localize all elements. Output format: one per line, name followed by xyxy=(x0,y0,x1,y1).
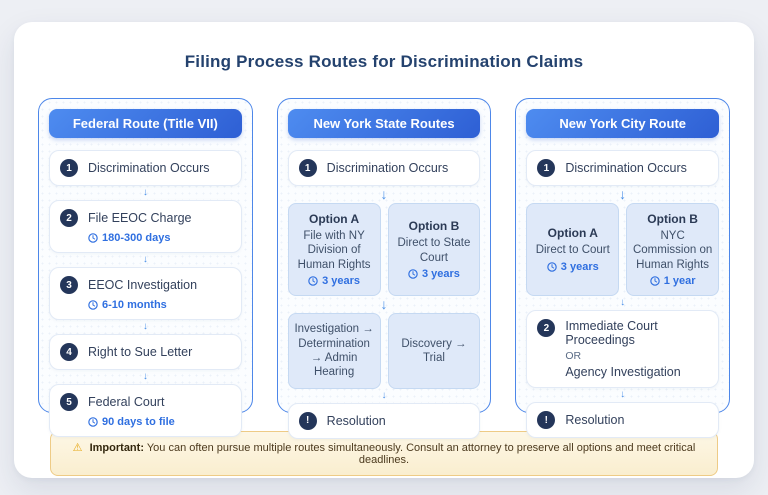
process-box-admin: Investigation → Determination → Admin He… xyxy=(287,313,381,389)
page-card: Filing Process Routes for Discrimination… xyxy=(14,22,754,478)
step-number-badge: 4 xyxy=(60,343,78,361)
option-desc: Direct to State Court xyxy=(397,237,471,264)
panel-header-ny-state: New York State Routes xyxy=(287,109,481,138)
column-nyc-route: New York City Route 1 Discrimination Occ… xyxy=(515,98,731,439)
option-title: Option A xyxy=(547,226,598,241)
option-desc: NYC Commission on Human Rights xyxy=(632,230,713,271)
down-arrow-icon: ↓ xyxy=(620,389,626,401)
down-arrow-icon: ↓ xyxy=(142,321,148,332)
clock-icon xyxy=(308,276,318,286)
step-number-badge: 5 xyxy=(60,393,78,411)
step-subtitle: Agency Investigation xyxy=(565,365,681,380)
down-arrow-icon: ↓ xyxy=(620,297,626,309)
step-card: 2 File EEOC Charge 180-300 days xyxy=(49,200,242,253)
option-title: Option B xyxy=(408,219,460,234)
process-desc: Discovery → Trial xyxy=(401,337,467,364)
down-arrow-icon: ↓ xyxy=(619,186,627,202)
step-card: 4 Right to Sue Letter xyxy=(49,334,242,370)
process-row: Investigation → Determination → Admin He… xyxy=(287,313,481,389)
step-title: Right to Sue Letter xyxy=(88,345,193,359)
down-arrow-icon: ↓ xyxy=(381,389,387,401)
step-card: 1 Discrimination Occurs xyxy=(526,150,720,186)
exclamation-badge: ! xyxy=(537,411,556,430)
step-number-badge: 1 xyxy=(537,159,556,177)
down-arrow-icon: ↓ xyxy=(142,187,148,198)
step-card: 1 Discrimination Occurs xyxy=(49,150,242,186)
step-duration: 6-10 months xyxy=(88,299,231,311)
step-title: EEOC Investigation xyxy=(88,278,198,292)
panel-header-federal: Federal Route (Title VII) xyxy=(49,109,242,138)
step-card: 1 Discrimination Occurs xyxy=(287,150,481,186)
step-duration: 180-300 days xyxy=(88,232,231,244)
option-desc: File with NY Division of Human Rights xyxy=(297,230,371,271)
clock-icon xyxy=(88,233,98,243)
step-duration: 90 days to file xyxy=(88,416,231,428)
warning-label: Important: xyxy=(89,442,144,454)
resolution-title: Resolution xyxy=(565,413,625,428)
option-title: Option A xyxy=(308,212,360,226)
down-arrow-icon: ↓ xyxy=(142,371,148,382)
clock-icon xyxy=(649,276,660,286)
step-card: 3 EEOC Investigation 6-10 months xyxy=(49,267,242,320)
clock-icon xyxy=(408,269,418,279)
warning-icon: ⚠ xyxy=(72,442,83,454)
step-card: 2 Immediate Court Proceedings OR Agency … xyxy=(526,310,720,389)
down-arrow-icon: ↓ xyxy=(380,186,388,202)
exclamation-badge: ! xyxy=(298,411,317,430)
option-duration: 3 years xyxy=(532,261,613,273)
clock-icon xyxy=(547,262,557,272)
page-title: Filing Process Routes for Discrimination… xyxy=(184,52,584,71)
step-number-badge: 1 xyxy=(298,159,317,177)
clock-icon xyxy=(88,417,98,427)
or-label: OR xyxy=(565,350,582,363)
process-desc: Investigation → Determination → Admin He… xyxy=(294,323,374,379)
step-title: Discrimination Occurs xyxy=(88,161,210,175)
options-row: Option A File with NY Division of Human … xyxy=(287,203,481,297)
step-title: Immediate Court Proceedings xyxy=(565,319,658,348)
option-duration: 3 years xyxy=(394,268,475,280)
options-row: Option A Direct to Court 3 years Option … xyxy=(526,203,720,297)
option-b-box: Option B NYC Commission on Human Rights … xyxy=(626,203,720,297)
process-box-court: Discovery → Trial xyxy=(387,313,481,389)
option-a-box: Option A File with NY Division of Human … xyxy=(287,203,381,297)
step-number-badge: 1 xyxy=(60,159,78,177)
step-card: 5 Federal Court 90 days to file xyxy=(49,384,242,437)
step-number-badge: 2 xyxy=(60,209,78,227)
step-title: Federal Court xyxy=(88,395,165,409)
option-b-box: Option B Direct to State Court 3 years xyxy=(387,203,481,297)
down-arrow-icon: ↓ xyxy=(380,296,388,313)
step-title: Discrimination Occurs xyxy=(326,161,449,175)
option-duration: 3 years xyxy=(294,275,375,287)
warning-text: You can often pursue multiple routes sim… xyxy=(146,442,696,466)
resolution-card: ! Resolution xyxy=(526,402,720,439)
option-desc: Direct to Court xyxy=(535,244,610,257)
resolution-title: Resolution xyxy=(326,413,386,428)
step-title: Discrimination Occurs xyxy=(565,161,687,175)
step-number-badge: 3 xyxy=(60,276,78,294)
column-ny-state-routes: New York State Routes 1 Discrimination O… xyxy=(276,98,492,439)
resolution-card: ! Resolution xyxy=(287,402,481,439)
option-a-box: Option A Direct to Court 3 years xyxy=(526,203,620,297)
panel-header-nyc: New York City Route xyxy=(526,109,720,138)
step-title: File EEOC Charge xyxy=(88,211,192,225)
option-duration: 1 year xyxy=(632,275,713,287)
clock-icon xyxy=(88,300,98,310)
column-federal-route: Federal Route (Title VII) 1 Discriminati… xyxy=(38,98,253,437)
step-number-badge: 2 xyxy=(537,319,556,338)
down-arrow-icon: ↓ xyxy=(142,254,148,265)
option-title: Option B xyxy=(647,212,698,226)
columns-container: Federal Route (Title VII) 1 Discriminati… xyxy=(38,98,731,439)
